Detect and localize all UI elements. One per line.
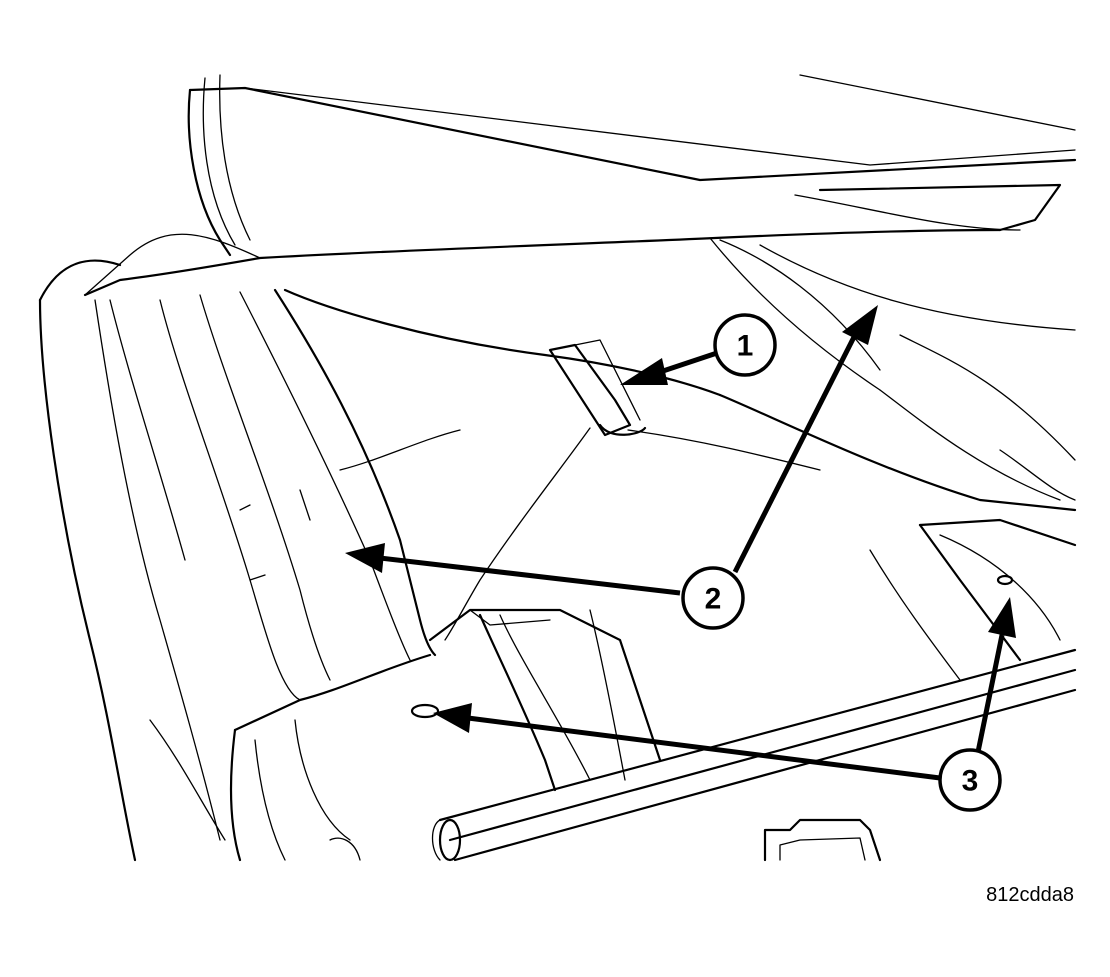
leader-3-right: [975, 634, 1005, 753]
callout-1-circle: [713, 313, 777, 377]
callout-3-number: 3: [962, 765, 979, 798]
leader-2-right: [732, 333, 858, 574]
leader-3-left: [467, 715, 941, 781]
callout-2: 2: [681, 566, 745, 630]
arrowhead-2-left: [345, 543, 385, 573]
callout-2-circle: [681, 566, 745, 630]
callout-2-number: 2: [705, 583, 722, 616]
arrowhead-1: [620, 358, 668, 385]
leader-lines: [345, 305, 1016, 781]
callout-1: 1: [713, 313, 777, 377]
callout-3-circle: [938, 748, 1002, 812]
line-art: [38, 74, 1077, 862]
arrowhead-3-right: [988, 597, 1016, 638]
leader-2-left: [379, 555, 681, 596]
arrowhead-2-right: [842, 305, 878, 345]
leader-1: [659, 349, 721, 375]
figure-id-code: 812cdda8: [986, 884, 1074, 906]
arrowhead-3-left: [433, 703, 472, 733]
callout-1-number: 1: [737, 330, 754, 363]
callout-3: 3: [938, 748, 1002, 812]
